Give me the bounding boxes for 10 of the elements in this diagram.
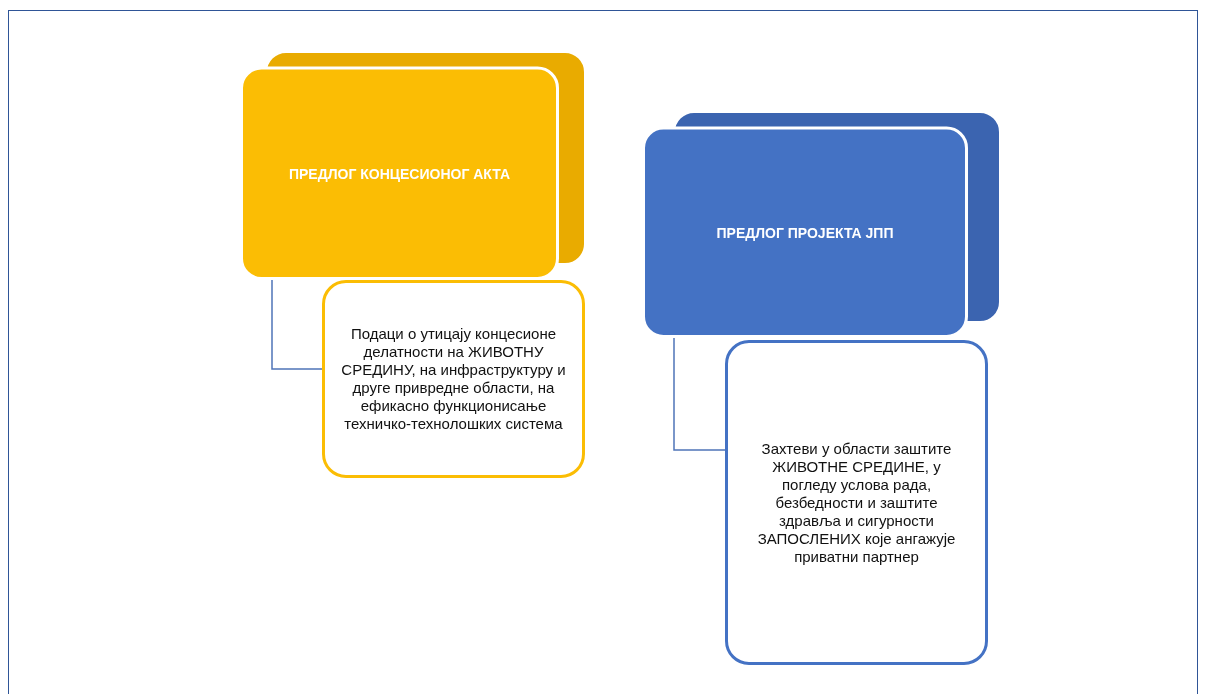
body-text: Подаци о утицају концесионе делатности на ЖИВОТНУ СРЕДИНУ, на инфраструктуру и друге привредне области, на ефикасно функционисање техничко-технолошких система xyxy=(341,325,566,433)
connector-line xyxy=(271,279,323,370)
connector-line xyxy=(673,337,726,451)
heading-text: ПРЕДЛОГ ПРОЈЕКТА ЈПП xyxy=(716,225,894,241)
text-box xyxy=(322,280,585,478)
body-text: Захтеви у области заштите ЖИВОТНЕ СРЕДИНЕ, у погледу услова рада, безбедности и заштите здравља и сигурности ЗАПОСЛЕНИХ које ангажује приватни партнер xyxy=(756,439,957,566)
block-3d xyxy=(642,112,1000,338)
heading-text: ПРЕДЛОГ КОНЦЕСИОНОГ АКТА xyxy=(288,166,510,182)
block-3d xyxy=(240,52,585,280)
text-box xyxy=(725,340,988,665)
